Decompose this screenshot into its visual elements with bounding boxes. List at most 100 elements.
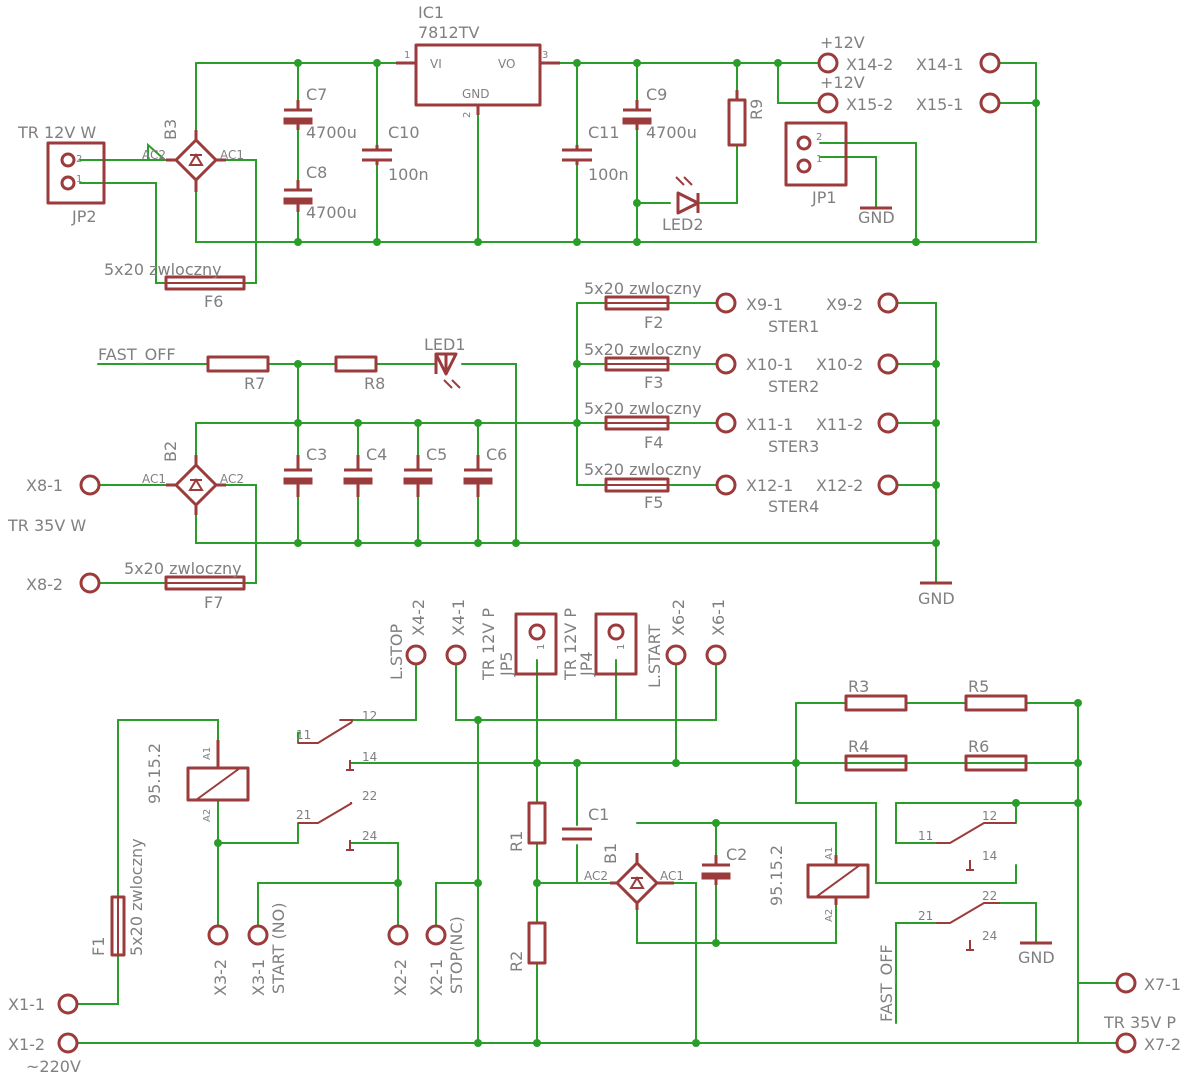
label-l-stop: L.STOP (387, 623, 406, 680)
capacitor-c3 (283, 455, 313, 497)
label-contact-12-right: 12 (982, 809, 997, 823)
terminal-x3-2[interactable] (207, 924, 229, 946)
label-c11: C11 (588, 123, 620, 142)
label-c2: C2 (726, 845, 747, 864)
resistor-r8 (334, 355, 378, 373)
label-x12-2: X12-2 (816, 476, 863, 495)
bridge-b1 (610, 853, 674, 910)
label-l-start: L.START (645, 624, 664, 688)
label-x4-2: X4-2 (409, 599, 428, 636)
label-x11-2: X11-2 (816, 415, 863, 434)
terminal-x8-1[interactable] (79, 474, 101, 496)
label-x3-2: X3-2 (211, 959, 230, 996)
label-r2: R2 (507, 951, 526, 972)
label-f5: F5 (644, 493, 663, 512)
label-jp5: JP5 (497, 651, 516, 677)
label-c1: C1 (588, 805, 609, 824)
label-fast-off: FAST_OFF (98, 345, 176, 365)
ic1-regulator (396, 43, 560, 115)
fuse-f2 (604, 295, 670, 311)
label-220v: ~220V (26, 1057, 81, 1076)
label-f2: F2 (644, 313, 663, 332)
label-c8: C8 (306, 163, 327, 182)
bridge-b2 (166, 455, 226, 515)
terminal-x12-2[interactable] (877, 474, 899, 496)
connector-jp1 (784, 121, 848, 187)
label-gnd-jp1: GND (858, 208, 895, 227)
label-jp1-pin1: 1 (816, 154, 822, 165)
label-f4: F4 (644, 433, 663, 452)
label-tr12p-a: TR 12V P (479, 608, 498, 681)
terminal-x9-2[interactable] (877, 292, 899, 314)
terminal-x7-2[interactable] (1115, 1032, 1137, 1054)
terminal-x6-2[interactable] (665, 644, 687, 666)
label-contact-14-left: 14 (362, 750, 377, 764)
capacitor-c2 (701, 855, 731, 885)
label-ic1-vi: VI (430, 57, 442, 71)
label-jp4-pin1: 1 (616, 644, 627, 650)
label-tr12p-b: TR 12V P (561, 608, 580, 681)
label-r8: R8 (364, 374, 385, 393)
label-c9-val: 4700u (646, 123, 697, 142)
label-start-no: START (NO) (269, 903, 288, 995)
terminal-x14-2[interactable] (817, 52, 839, 74)
label-plus12-a: +12V (820, 33, 865, 52)
label-led1: LED1 (424, 335, 466, 354)
terminal-x10-1[interactable] (715, 353, 737, 375)
label-x1-1: X1-1 (8, 995, 45, 1014)
terminal-x2-2[interactable] (387, 924, 409, 946)
label-ic1-vo: VO (498, 57, 515, 71)
capacitor-c4 (343, 455, 373, 497)
label-r4: R4 (848, 737, 869, 756)
label-b1-ac1: AC1 (660, 869, 684, 883)
terminal-x8-2[interactable] (79, 572, 101, 594)
label-x12-1: X12-1 (746, 476, 793, 495)
terminal-x7-1[interactable] (1115, 972, 1137, 994)
capacitor-c6 (463, 455, 493, 497)
label-c8-val: 4700u (306, 203, 357, 222)
capacitor-c5 (403, 455, 433, 497)
label-ic1-part: 7812TV (418, 23, 479, 42)
label-x9-2: X9-2 (826, 295, 863, 314)
label-b2-ac2: AC2 (220, 472, 244, 486)
terminal-x11-2[interactable] (877, 412, 899, 434)
resistor-r1 (527, 801, 547, 845)
label-jp1-pin2: 2 (816, 132, 822, 143)
terminal-x2-1[interactable] (425, 924, 447, 946)
capacitor-c8 (283, 180, 313, 212)
label-jp2-pin2: 2 (76, 154, 82, 165)
terminal-x4-2[interactable] (405, 644, 427, 666)
terminal-x11-1[interactable] (715, 412, 737, 434)
label-x7-1: X7-1 (1144, 975, 1181, 994)
label-x4-1: X4-1 (449, 599, 468, 636)
label-jp4: JP4 (577, 651, 596, 677)
terminal-x14-1[interactable] (979, 52, 1001, 74)
label-f6-spec: 5x20 zwlocz​ny (104, 260, 222, 279)
terminal-x12-1[interactable] (715, 474, 737, 496)
label-ic1-pin3: 3 (542, 50, 548, 61)
label-f7-spec: 5x20 zwlocz​ny (124, 559, 242, 578)
label-c6: C6 (486, 445, 507, 464)
terminal-x10-2[interactable] (877, 353, 899, 375)
terminal-x3-1[interactable] (247, 924, 269, 946)
terminal-x15-1[interactable] (979, 92, 1001, 114)
label-jp2-pin1: 1 (76, 174, 82, 185)
connector-jp5 (514, 612, 558, 676)
label-r9: R9 (747, 99, 766, 120)
label-r1: R1 (507, 831, 526, 852)
junctions (214, 59, 1082, 1047)
label-x7-2: X7-2 (1144, 1035, 1181, 1054)
resistor-r5 (964, 694, 1028, 712)
terminal-x9-1[interactable] (715, 292, 737, 314)
label-c9: C9 (646, 85, 667, 104)
terminal-x15-2[interactable] (817, 92, 839, 114)
relay-coil-right (806, 855, 870, 905)
terminal-x1-2[interactable] (57, 1032, 79, 1054)
terminal-x6-1[interactable] (705, 644, 727, 666)
capacitor-c7 (283, 100, 313, 130)
terminal-x1-1[interactable] (57, 993, 79, 1015)
fuse-f7 (164, 575, 246, 591)
label-relay-right-a2: A2 (824, 909, 835, 922)
label-ster1: STER1 (768, 317, 819, 336)
terminal-x4-1[interactable] (445, 644, 467, 666)
